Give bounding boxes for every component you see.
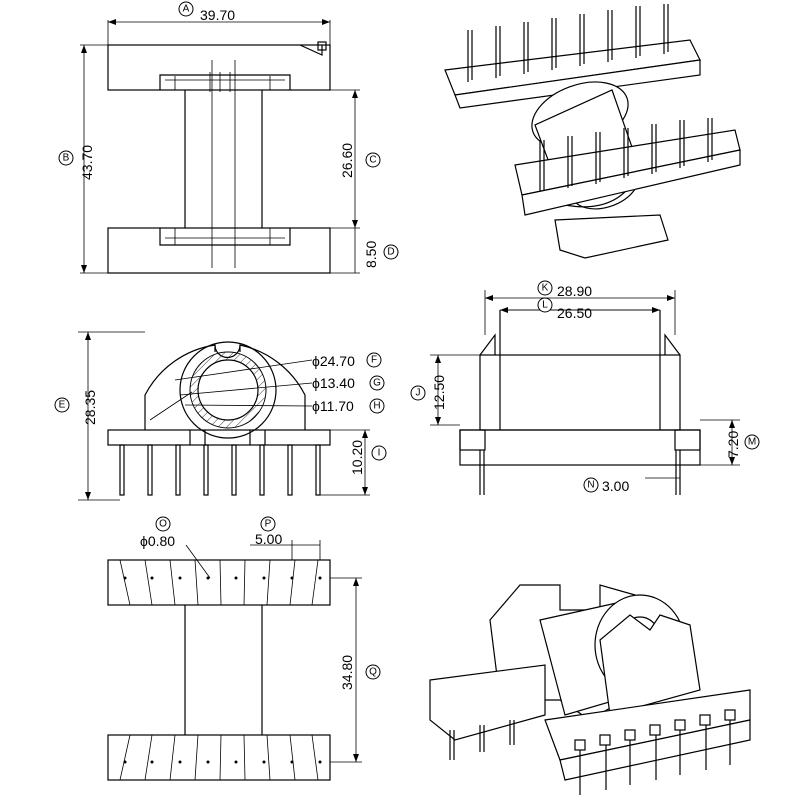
dim-H: ϕ11.70 H	[312, 398, 385, 414]
svg-text:3.00: 3.00	[602, 478, 629, 494]
svg-text:A: A	[183, 4, 190, 15]
dim-B: B 43.70	[58, 145, 95, 180]
dim-M: M 7.20	[725, 431, 760, 458]
svg-text:G: G	[373, 378, 381, 389]
svg-text:43.70: 43.70	[79, 145, 95, 180]
svg-text:ϕ13.40: ϕ13.40	[312, 375, 355, 391]
top-view: O ϕ0.80 P 5.00 Q 34.80	[107, 516, 381, 781]
svg-text:C: C	[369, 155, 376, 166]
svg-text:10.20: 10.20	[349, 440, 365, 475]
isometric-view-top	[444, 4, 741, 259]
dim-A: A 39.70	[178, 1, 235, 23]
svg-text:I: I	[378, 448, 381, 459]
isometric-view-bottom	[429, 584, 751, 795]
svg-text:J: J	[416, 388, 421, 399]
svg-text:N: N	[587, 480, 594, 491]
svg-text:K: K	[542, 283, 549, 294]
side-view: ϕ24.70 F ϕ13.40 G ϕ11.70 H E 28.35	[54, 331, 387, 501]
svg-text:28.35: 28.35	[82, 390, 98, 425]
dim-C: C 26.60	[339, 143, 381, 178]
svg-text:34.80: 34.80	[339, 655, 355, 690]
dim-P: P 5.00	[255, 516, 282, 547]
svg-text:E: E	[59, 400, 66, 411]
svg-text:7.20: 7.20	[725, 431, 741, 458]
svg-text:8.50: 8.50	[363, 241, 379, 268]
dim-F: ϕ24.70 F	[312, 352, 382, 369]
dim-K: K 28.90	[537, 280, 592, 299]
svg-text:28.90: 28.90	[557, 283, 592, 299]
svg-text:ϕ24.70: ϕ24.70	[312, 353, 355, 369]
svg-text:M: M	[748, 437, 756, 448]
svg-text:L: L	[542, 300, 548, 311]
svg-text:12.50: 12.50	[431, 375, 447, 410]
dim-J: J 12.50	[410, 375, 447, 410]
svg-text:26.60: 26.60	[339, 143, 355, 178]
dim-L: L 26.50	[537, 297, 592, 321]
dim-N: N 3.00	[583, 477, 629, 494]
svg-text:26.50: 26.50	[557, 305, 592, 321]
dim-E: E 28.35	[54, 390, 98, 425]
dim-I: I 10.20	[349, 440, 387, 475]
svg-text:ϕ11.70: ϕ11.70	[312, 398, 354, 414]
dim-D: D 8.50	[363, 241, 399, 268]
svg-text:Q: Q	[369, 667, 377, 678]
front-view: A 39.70 B 43.70 C 26.60 D 8.50	[58, 1, 399, 274]
svg-text:ϕ0.80: ϕ0.80	[140, 533, 175, 549]
svg-text:B: B	[63, 153, 70, 164]
dim-G: ϕ13.40 G	[312, 375, 385, 391]
svg-text:P: P	[265, 519, 272, 530]
dim-O: O ϕ0.80	[140, 516, 175, 549]
svg-text:F: F	[371, 355, 377, 366]
svg-text:O: O	[159, 519, 167, 530]
svg-text:D: D	[387, 247, 394, 258]
dim-Q: Q 34.80	[339, 655, 381, 690]
svg-text:H: H	[373, 401, 380, 412]
side-view-2: K 28.90 L 26.50 J 12.50 M 7.20	[410, 280, 760, 495]
svg-text:5.00: 5.00	[255, 531, 282, 547]
svg-text:39.70: 39.70	[200, 7, 235, 23]
